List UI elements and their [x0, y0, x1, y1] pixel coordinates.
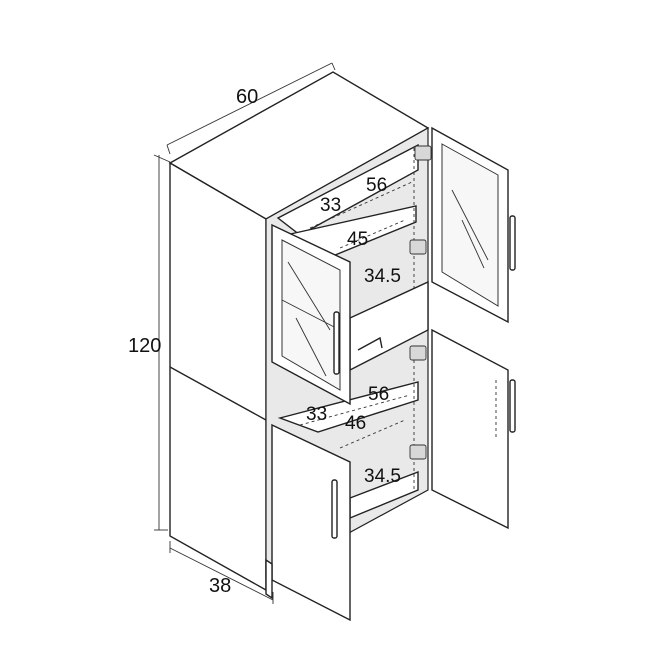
upper-top-shelf — [276, 143, 419, 236]
upper-lower-height-label: 34.5 — [364, 266, 401, 287]
lower-left-door — [271, 423, 351, 622]
width-dimension-line — [166, 62, 336, 155]
depth-label: 38 — [209, 575, 231, 597]
height-dimension-line — [153, 154, 171, 531]
upper-left-glass-door — [271, 223, 351, 406]
upper-shelf-height-label: 45 — [347, 229, 368, 250]
cabinet-base — [265, 558, 273, 600]
lower-shelf-height-label: 46 — [345, 413, 366, 434]
upper-inner-width-label: 56 — [366, 175, 387, 196]
lower-top-shelf — [277, 381, 419, 433]
hinge-icon — [409, 444, 427, 460]
lower-lower-height-label: 34.5 — [364, 466, 401, 487]
upper-inner-depth-label: 33 — [320, 195, 341, 216]
height-label: 120 — [128, 335, 161, 357]
lower-inner-width-label: 56 — [368, 384, 389, 405]
hinge-icon — [409, 345, 427, 361]
upper-right-glass-door — [431, 126, 516, 324]
cabinet-left-side — [169, 161, 267, 592]
depth-dimension-line — [169, 541, 274, 604]
hinge-icon — [414, 145, 432, 161]
lower-inner-depth-label: 33 — [306, 404, 327, 425]
lower-right-door — [431, 328, 516, 530]
hinge-icon — [409, 239, 427, 255]
width-label: 60 — [236, 86, 258, 108]
